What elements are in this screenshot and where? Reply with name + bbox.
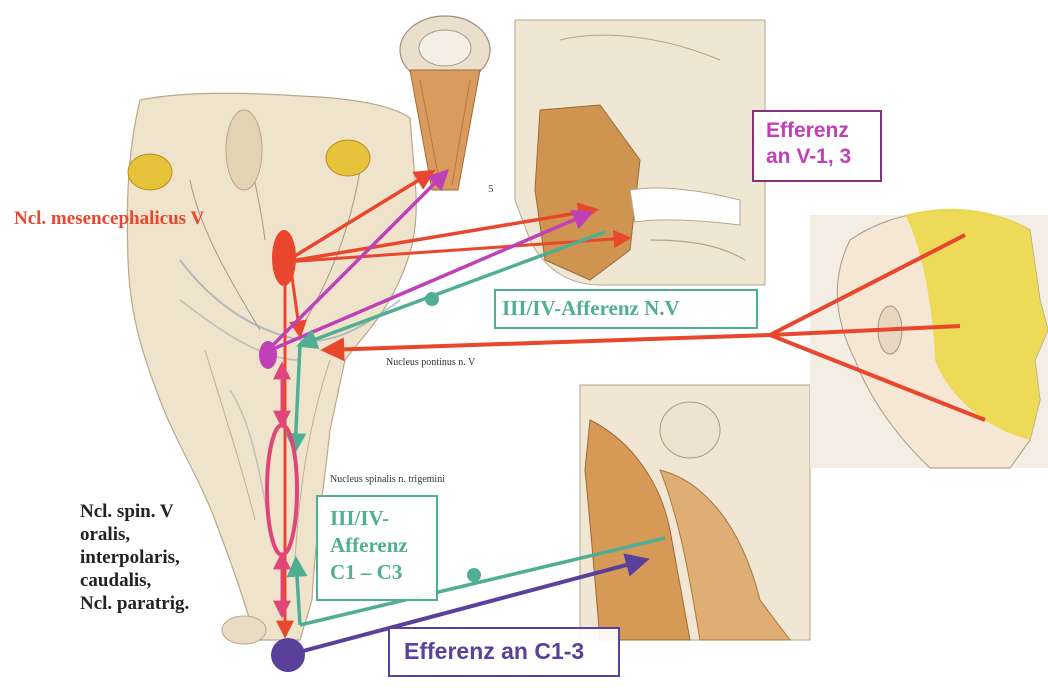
figure-number: 5	[488, 183, 494, 195]
label-spinal-nuclei: Ncl. spin. V oralis, interpolaris, cauda…	[80, 500, 189, 615]
box-afferenz-c: III/IV- Afferenz C1 – C3	[316, 495, 438, 601]
label-mesencephalicus: Ncl. mesencephalicus V	[14, 208, 204, 230]
box-afferenz-nv: III/IV-Afferenz N.V	[494, 289, 758, 329]
skull-jaw-illustration	[515, 20, 765, 285]
box-afferenz-c-line3: C1 – C3	[330, 559, 436, 586]
box-efferenz-v-line2: an V-1, 3	[766, 144, 880, 170]
box-efferenz-v: Efferenz an V-1, 3	[752, 110, 882, 182]
face-profile-illustration	[810, 209, 1048, 468]
spin-v-line: oralis,	[80, 523, 189, 546]
box-afferenz-c-line2: Afferenz	[330, 532, 436, 559]
spin-v-line: caudalis,	[80, 569, 189, 592]
spin-v-line: Ncl. paratrig.	[80, 592, 189, 615]
box-efferenz-v-line1: Efferenz	[766, 118, 880, 144]
box-efferenz-c: Efferenz an C1-3	[388, 627, 620, 677]
label-nucleus-pontinus: Nucleus pontinus n. V	[386, 357, 475, 368]
neck-muscle-illustration	[580, 385, 810, 640]
label-nucleus-spinalis: Nucleus spinalis n. trigemini	[330, 474, 445, 485]
spin-v-line: Ncl. spin. V	[80, 500, 189, 523]
spin-v-line: interpolaris,	[80, 546, 189, 569]
box-afferenz-c-line1: III/IV-	[330, 505, 436, 532]
